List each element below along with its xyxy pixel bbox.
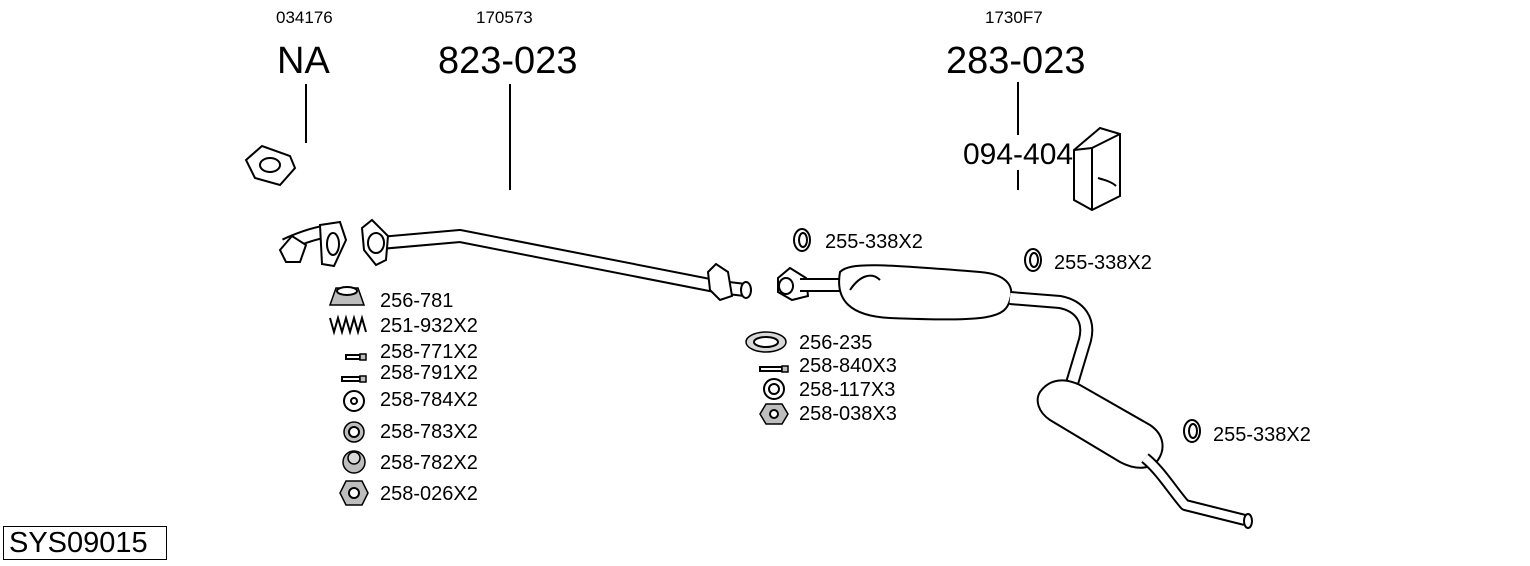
label-258-783[interactable]: 258-783X2 [380, 421, 478, 443]
ref-number-3: 1730F7 [985, 8, 1043, 27]
label-256-235[interactable]: 256-235 [799, 332, 873, 354]
ref-number-1: 034176 [276, 8, 333, 27]
ring-255-338-c-icon [1183, 419, 1201, 443]
part-number-rear-system[interactable]: 283-023 [946, 40, 1086, 82]
label-258-771[interactable]: 258-771X2 [380, 341, 478, 363]
part-number-front-pipe[interactable]: 823-023 [438, 40, 578, 82]
washer-258-784-icon [343, 390, 365, 412]
spring-251-932-icon [329, 314, 367, 336]
diagram-id-box: SYS09015 [3, 526, 167, 560]
down-pipe-drawing [244, 144, 348, 268]
label-255-338-c[interactable]: 255-338X2 [1213, 424, 1311, 446]
bolt-258-840-icon [759, 365, 789, 373]
label-258-782[interactable]: 258-782X2 [380, 452, 478, 474]
label-258-784[interactable]: 258-784X2 [380, 389, 478, 411]
label-258-840[interactable]: 258-840X3 [799, 355, 897, 377]
nut-258-038-icon [759, 403, 789, 425]
kit-box-icon [1073, 126, 1121, 212]
nut-258-782-icon [342, 450, 366, 474]
label-258-026[interactable]: 258-026X2 [380, 483, 478, 505]
front-pipe-drawing [360, 218, 752, 302]
label-256-781[interactable]: 256-781 [380, 290, 454, 312]
label-258-117[interactable]: 258-117X3 [799, 379, 896, 401]
washer-258-117-icon [763, 378, 785, 400]
part-number-kit[interactable]: 094-404 [963, 138, 1074, 171]
gasket-256-235-icon [745, 331, 787, 353]
label-255-338-a[interactable]: 255-338X2 [825, 231, 923, 253]
label-251-932[interactable]: 251-932X2 [380, 315, 478, 337]
label-258-038[interactable]: 258-038X3 [799, 403, 897, 425]
label-255-338-b[interactable]: 255-338X2 [1054, 252, 1152, 274]
gasket-256-781-icon [328, 286, 366, 306]
bolt-258-791-icon [341, 375, 367, 383]
rear-system-drawing [777, 264, 1253, 529]
part-number-na[interactable]: NA [277, 40, 330, 82]
bolt-258-771-icon [345, 353, 367, 361]
nut-258-783-icon [343, 421, 365, 443]
ring-255-338-b-icon [1024, 248, 1042, 272]
hex-nut-258-026-icon [339, 480, 369, 506]
ref-number-2: 170573 [476, 8, 533, 27]
ring-255-338-a-icon [793, 228, 811, 252]
label-258-791[interactable]: 258-791X2 [380, 362, 478, 384]
